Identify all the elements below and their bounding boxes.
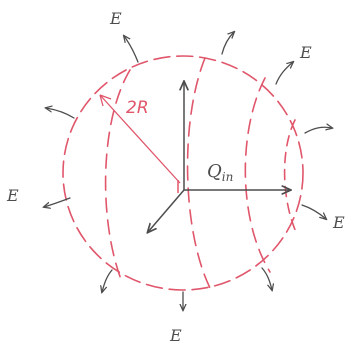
field-label-right: E	[332, 213, 345, 232]
field-label-top-left: E	[109, 9, 122, 28]
field-label-top-right: E	[299, 43, 312, 62]
field-arrow-left-lower	[44, 197, 71, 207]
radius-label: 2R	[126, 98, 149, 118]
sphere-meridian-far-right	[283, 119, 297, 233]
field-arrow-bottom-right	[261, 267, 272, 290]
field-arrows	[44, 32, 332, 310]
coordinate-axes	[148, 82, 290, 232]
field-arrow-top	[221, 32, 234, 55]
field-label-left: E	[6, 186, 19, 205]
field-labels: E E E E E	[6, 9, 345, 345]
radius-line	[99, 94, 181, 184]
field-label-bottom: E	[169, 326, 182, 345]
radius-arrowhead	[99, 94, 112, 107]
axis-y	[148, 189, 185, 232]
field-arrow-top-left	[124, 36, 139, 63]
sphere-meridian-right	[244, 77, 271, 273]
sphere-meridian-center	[186, 57, 211, 289]
sphere-outline	[62, 55, 304, 291]
charge-label: Qin	[207, 161, 233, 184]
field-arrow-right-upper	[304, 127, 332, 134]
field-arrow-top-right	[275, 62, 293, 85]
gaussian-sphere	[62, 55, 304, 291]
field-arrow-left-upper	[46, 108, 75, 119]
radius-indicator: 2R	[99, 94, 181, 184]
sphere-meridian-left	[104, 69, 131, 283]
field-arrow-bottom-left	[102, 269, 113, 292]
field-arrow-right-lower	[301, 204, 326, 219]
